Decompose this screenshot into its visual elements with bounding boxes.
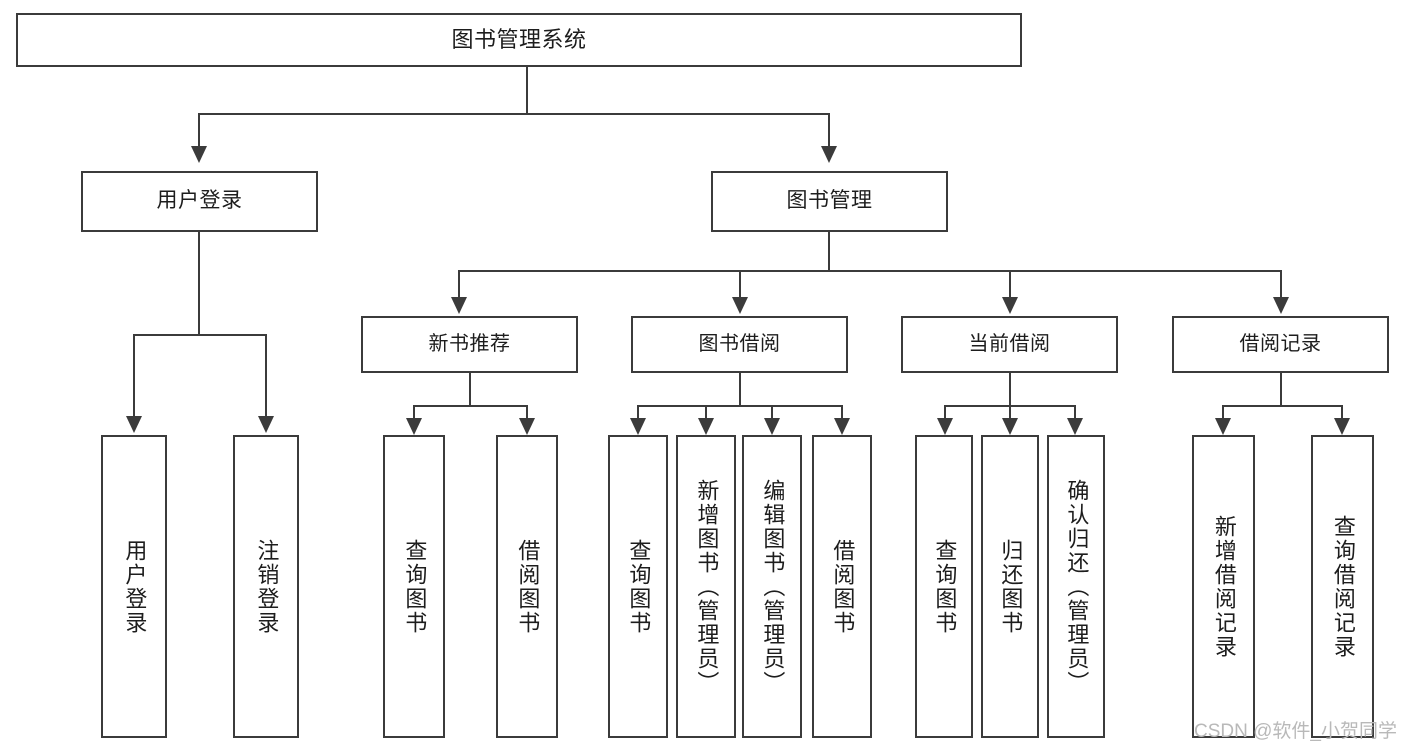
- connector-user-login-drop-1: [133, 334, 135, 416]
- leaf-label: 新增借阅记录: [1211, 514, 1237, 659]
- connector-current-borrow-drop-2: [1009, 405, 1011, 418]
- connector-borrow-records-drop-1: [1222, 405, 1224, 418]
- leaf-borrow-records-query-record[interactable]: 查询借阅记录: [1311, 435, 1374, 738]
- node-root-system[interactable]: 图书管理系统: [16, 13, 1022, 67]
- arrowhead-current-borrow-leaf-2: [1002, 418, 1018, 435]
- arrowhead-new-book-leaf-2: [519, 418, 535, 435]
- connector-book-mgmt-drop-3: [1009, 270, 1011, 297]
- arrowhead-book-borrow-leaf-4: [834, 418, 850, 435]
- connector-book-mgmt-drop-2: [739, 270, 741, 297]
- arrowhead-book-borrow-leaf-3: [764, 418, 780, 435]
- node-label: 新书推荐: [428, 333, 511, 355]
- connector-book-borrow-stem: [739, 373, 741, 406]
- connector-current-borrow-drop-1: [944, 405, 946, 418]
- leaf-label: 新增图书（管理员）: [694, 478, 720, 695]
- arrowhead-book-borrow: [732, 297, 748, 314]
- node-label: 图书管理系统: [451, 27, 587, 53]
- arrowhead-user-login-leaf-1: [126, 416, 142, 433]
- leaf-book-borrow-query-books[interactable]: 查询图书: [608, 435, 668, 738]
- arrowhead-user-login-leaf-2: [258, 416, 274, 433]
- leaf-label: 确认归还（管理员）: [1064, 478, 1090, 695]
- connector-root-to-book-mgmt: [828, 113, 830, 146]
- connector-book-borrow-drop-4: [841, 405, 843, 418]
- node-label: 借阅记录: [1239, 333, 1322, 355]
- leaf-book-borrow-add-book-admin[interactable]: 新增图书（管理员）: [676, 435, 736, 738]
- arrowhead-borrow-records: [1273, 297, 1289, 314]
- leaf-current-borrow-query-books[interactable]: 查询图书: [915, 435, 973, 738]
- connector-book-borrow-drop-1: [637, 405, 639, 418]
- connector-root-to-user-login: [198, 113, 200, 146]
- node-label: 用户登录: [156, 189, 243, 213]
- leaf-user-login-login[interactable]: 用户登录: [101, 435, 167, 738]
- leaf-new-book-borrow-books[interactable]: 借阅图书: [496, 435, 558, 738]
- connector-user-login-bar: [133, 334, 267, 336]
- connector-new-book-stem: [469, 373, 471, 406]
- connector-current-borrow-stem: [1009, 373, 1011, 406]
- leaf-label: 编辑图书（管理员）: [760, 478, 786, 695]
- connector-book-borrow-drop-3: [771, 405, 773, 418]
- connector-book-borrow-bar: [637, 405, 842, 407]
- leaf-label: 注销登录: [254, 538, 280, 635]
- connector-root-stem: [526, 67, 528, 114]
- connector-borrow-records-stem: [1280, 373, 1282, 406]
- arrowhead-book-borrow-leaf-1: [630, 418, 646, 435]
- leaf-current-borrow-confirm-return-admin[interactable]: 确认归还（管理员）: [1047, 435, 1105, 738]
- leaf-label: 借阅图书: [830, 538, 856, 635]
- node-label: 图书管理: [786, 189, 873, 213]
- connector-book-mgmt-drop-4: [1280, 270, 1282, 297]
- node-user-login[interactable]: 用户登录: [81, 171, 318, 232]
- node-current-borrow[interactable]: 当前借阅: [901, 316, 1118, 373]
- arrowhead-new-book-recommend: [451, 297, 467, 314]
- connector-borrow-records-bar: [1222, 405, 1342, 407]
- connector-book-borrow-drop-2: [705, 405, 707, 418]
- leaf-label: 用户登录: [122, 538, 148, 635]
- connector-borrow-records-drop-2: [1341, 405, 1343, 418]
- leaf-label: 归还图书: [998, 538, 1024, 635]
- leaf-new-book-query-books[interactable]: 查询图书: [383, 435, 445, 738]
- connector-user-login-stem: [198, 232, 200, 335]
- leaf-label: 借阅图书: [515, 538, 541, 635]
- arrowhead-current-borrow: [1002, 297, 1018, 314]
- arrowhead-borrow-records-leaf-2: [1334, 418, 1350, 435]
- connector-new-book-bar: [413, 405, 528, 407]
- leaf-current-borrow-return-books[interactable]: 归还图书: [981, 435, 1039, 738]
- arrowhead-current-borrow-leaf-3: [1067, 418, 1083, 435]
- arrowhead-root-to-user-login: [191, 146, 207, 163]
- leaf-label: 查询借阅记录: [1330, 514, 1356, 659]
- node-label: 当前借阅: [968, 333, 1051, 355]
- arrowhead-borrow-records-leaf-1: [1215, 418, 1231, 435]
- arrowhead-root-to-book-mgmt: [821, 146, 837, 163]
- connector-book-mgmt-stem: [828, 232, 830, 271]
- node-borrow-records[interactable]: 借阅记录: [1172, 316, 1389, 373]
- node-book-borrow[interactable]: 图书借阅: [631, 316, 848, 373]
- leaf-user-login-logout[interactable]: 注销登录: [233, 435, 299, 738]
- leaf-label: 查询图书: [402, 538, 428, 635]
- node-label: 图书借阅: [698, 333, 781, 355]
- connector-root-bar: [198, 113, 830, 115]
- connector-book-mgmt-bar: [458, 270, 1282, 272]
- node-book-management[interactable]: 图书管理: [711, 171, 948, 232]
- connector-new-book-drop-2: [526, 405, 528, 418]
- leaf-borrow-records-add-record[interactable]: 新增借阅记录: [1192, 435, 1255, 738]
- arrowhead-book-borrow-leaf-2: [698, 418, 714, 435]
- leaf-label: 查询图书: [626, 538, 652, 635]
- arrowhead-current-borrow-leaf-1: [937, 418, 953, 435]
- connector-new-book-drop-1: [413, 405, 415, 418]
- node-new-book-recommend[interactable]: 新书推荐: [361, 316, 578, 373]
- leaf-book-borrow-borrow-books[interactable]: 借阅图书: [812, 435, 872, 738]
- connector-user-login-drop-2: [265, 334, 267, 416]
- connector-book-mgmt-drop-1: [458, 270, 460, 297]
- leaf-label: 查询图书: [932, 538, 958, 635]
- connector-current-borrow-drop-3: [1074, 405, 1076, 418]
- arrowhead-new-book-leaf-1: [406, 418, 422, 435]
- leaf-book-borrow-edit-book-admin[interactable]: 编辑图书（管理员）: [742, 435, 802, 738]
- watermark-text: CSDN @软件_小贺同学: [1194, 721, 1397, 742]
